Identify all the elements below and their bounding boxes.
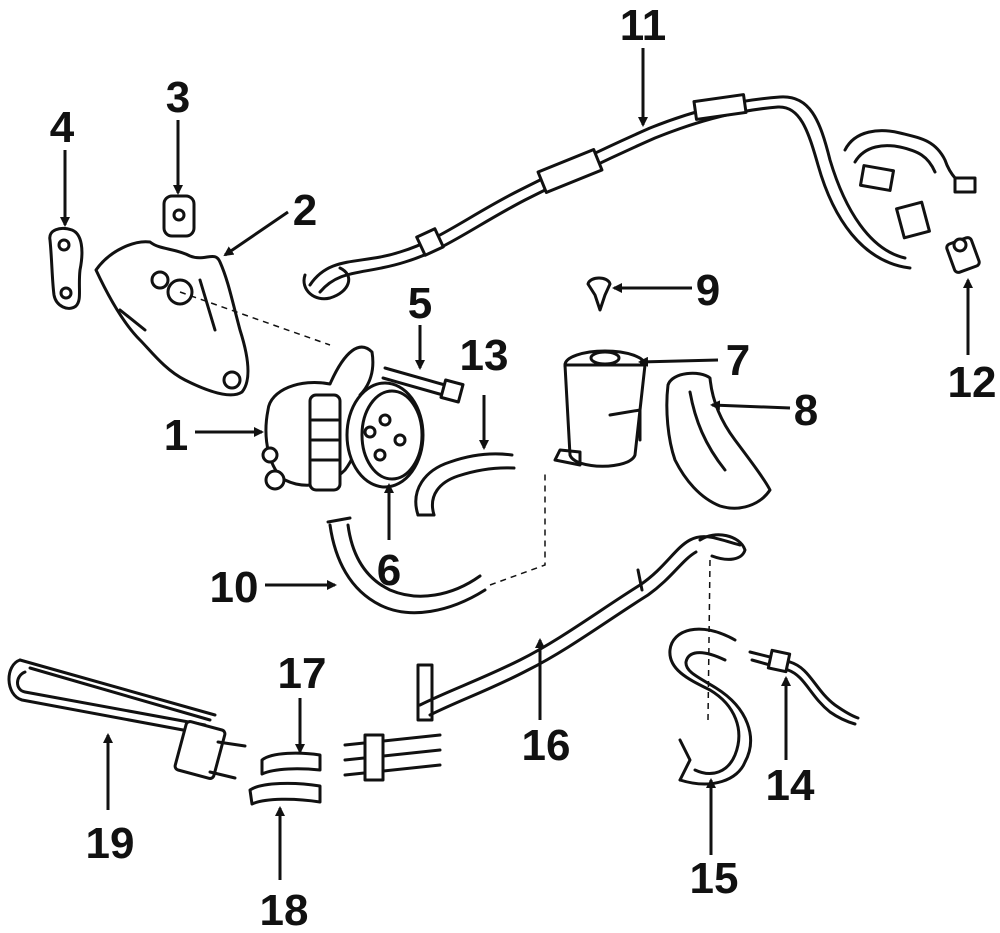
callout-13: 13	[460, 331, 509, 380]
callout-6: 6	[377, 546, 401, 595]
callout-numbers: 1 2 3 4 5 6 7 8 9 10 11 12 13 14 15 16 1…	[50, 1, 997, 933]
callout-3: 3	[166, 73, 190, 122]
leader-7	[638, 356, 719, 367]
callout-16: 16	[522, 721, 571, 770]
callout-10: 10	[210, 563, 259, 612]
leader-lines	[60, 48, 973, 880]
callout-12: 12	[948, 358, 997, 407]
leader-2	[223, 210, 289, 257]
callout-18: 18	[260, 886, 309, 933]
callout-5: 5	[408, 279, 432, 328]
hose-part-17	[260, 751, 322, 776]
callout-4: 4	[50, 103, 75, 152]
mounting-bracket-part-2	[94, 240, 331, 397]
bracket-part-4	[48, 226, 84, 310]
hose-part-15	[668, 559, 753, 786]
clip-part-3	[162, 194, 196, 238]
cooler-part-19	[7, 658, 247, 780]
clip-part-9	[586, 276, 612, 312]
fitting-part-12	[945, 236, 981, 274]
pump-part-1	[261, 345, 375, 492]
callout-19: 19	[86, 819, 135, 868]
callout-7: 7	[726, 336, 750, 385]
callout-11: 11	[620, 1, 667, 50]
leader-8	[710, 400, 791, 411]
callout-15: 15	[690, 854, 739, 903]
callout-9: 9	[696, 266, 720, 315]
fitting-part-14	[748, 648, 860, 726]
hose-part-18	[248, 781, 322, 806]
callout-14: 14	[766, 761, 815, 810]
return-hose-part-13	[414, 452, 516, 517]
callout-2: 2	[293, 186, 317, 235]
callout-8: 8	[794, 386, 818, 435]
bolt-part-5	[381, 366, 465, 404]
pressure-hose-part-11	[302, 93, 977, 301]
suction-hose-part-10	[326, 470, 546, 615]
reservoir-part-7	[553, 349, 647, 468]
callout-17: 17	[278, 649, 327, 698]
pulley-part-6	[345, 381, 425, 489]
reservoir-bracket-part-8	[665, 371, 772, 510]
return-line-part-16	[343, 533, 747, 782]
callout-1: 1	[164, 411, 188, 460]
